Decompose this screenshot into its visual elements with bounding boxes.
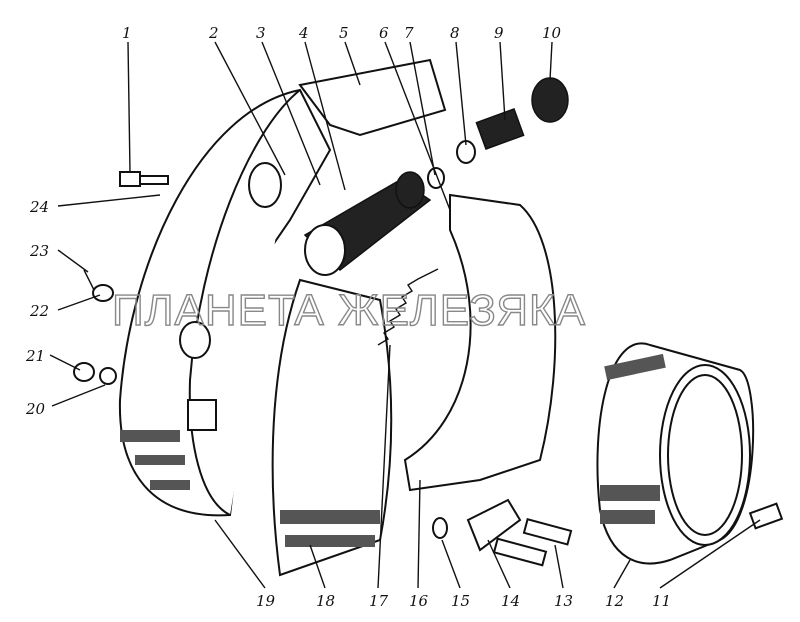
label-6: 6 <box>379 24 389 42</box>
washer-15 <box>432 517 448 539</box>
drum-screw <box>748 502 784 530</box>
label-8: 8 <box>450 24 460 42</box>
label-14: 14 <box>501 592 520 610</box>
callout-labels: 1 2 3 4 5 6 7 8 9 10 24 23 22 21 20 19 1… <box>25 24 671 610</box>
label-20: 20 <box>25 400 46 418</box>
label-10: 10 <box>542 24 562 42</box>
label-23: 23 <box>29 242 49 260</box>
castle-nut <box>92 284 114 302</box>
label-3: 3 <box>256 24 266 42</box>
label-24: 24 <box>29 198 49 216</box>
leader-lines <box>49 41 761 589</box>
label-18: 18 <box>316 592 335 610</box>
wheel-cylinder <box>303 171 432 276</box>
adjuster-assembly <box>427 77 569 189</box>
brake-shoe-right <box>403 193 557 492</box>
label-21: 21 <box>25 347 45 365</box>
cotter-pin <box>83 269 95 291</box>
label-22: 22 <box>29 302 49 320</box>
brake-shoe-left-lining <box>271 278 393 577</box>
label-19: 19 <box>256 592 276 610</box>
label-13: 13 <box>554 592 573 610</box>
label-11: 11 <box>652 592 671 610</box>
label-16: 16 <box>409 592 429 610</box>
nut <box>73 362 95 382</box>
label-7: 7 <box>404 24 414 42</box>
label-4: 4 <box>298 24 309 42</box>
lock-plate <box>466 498 522 552</box>
backing-plate <box>118 88 332 517</box>
brake-shoe-lining-top <box>298 58 447 137</box>
label-17: 17 <box>369 592 389 610</box>
washer <box>99 367 117 385</box>
label-15: 15 <box>451 592 470 610</box>
label-2: 2 <box>208 24 219 42</box>
watermark: ПЛАНЕТА ЖЕЛЕЗЯКА <box>112 286 586 335</box>
label-9: 9 <box>494 24 504 42</box>
label-12: 12 <box>605 592 624 610</box>
return-spring <box>377 268 439 346</box>
label-1: 1 <box>122 24 132 42</box>
bolt <box>119 171 169 187</box>
anchor-pins <box>492 518 573 567</box>
label-5: 5 <box>339 24 349 42</box>
brake-drum <box>596 342 755 565</box>
